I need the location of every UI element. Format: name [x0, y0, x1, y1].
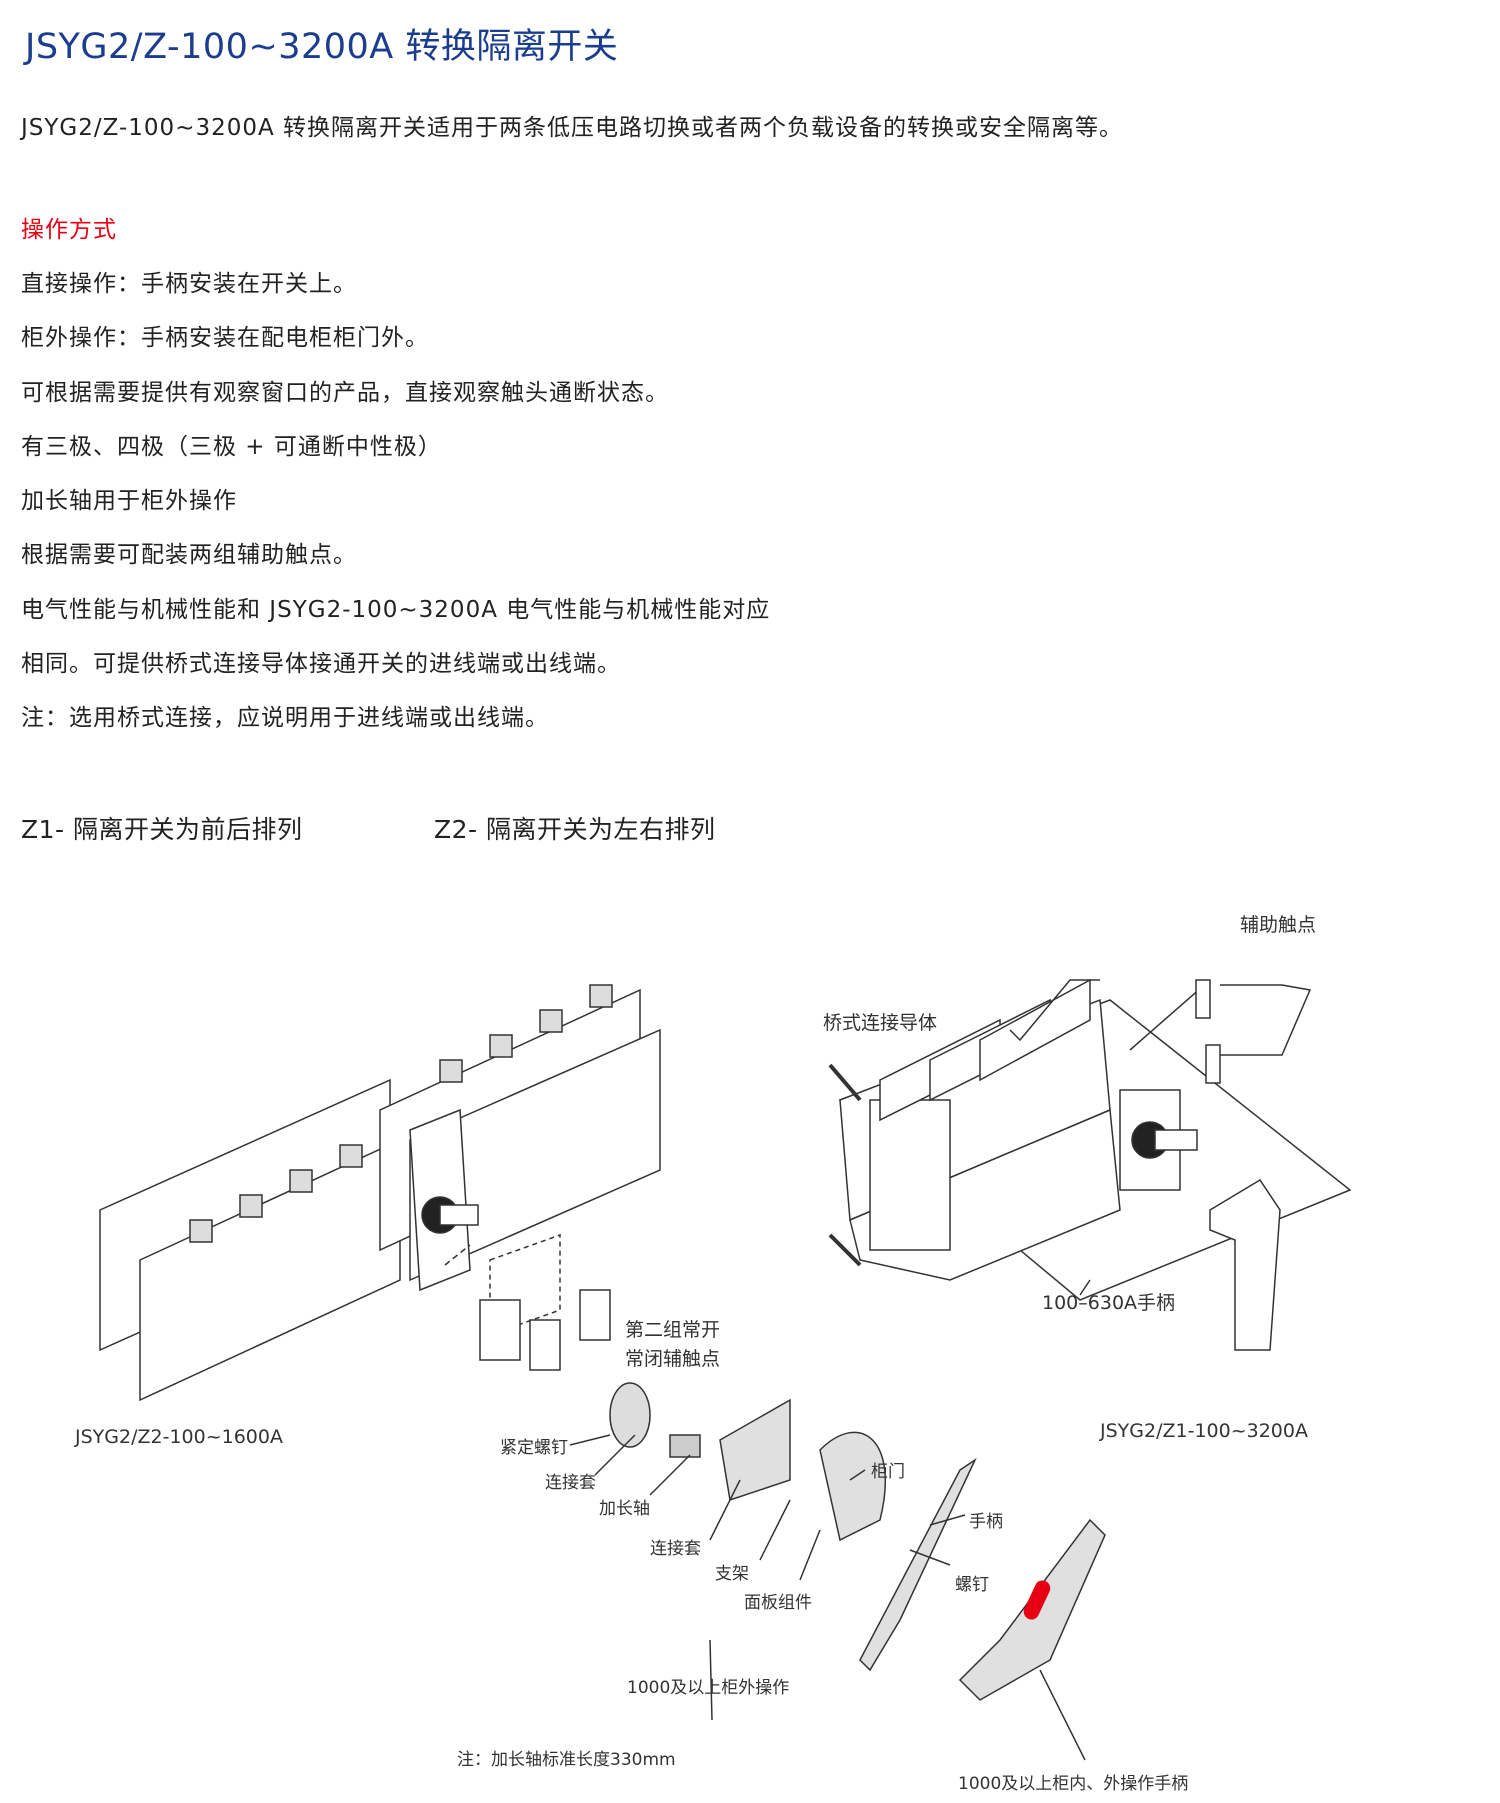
label-screw: 螺钉	[955, 1575, 989, 1595]
label-second-group: 第二组常开	[625, 1319, 721, 1341]
section-heading: 操作方式	[21, 217, 117, 243]
label-bridge-conductor: 桥式连接导体	[823, 1012, 938, 1034]
feature-line: 直接操作：手柄安装在开关上。	[21, 271, 357, 297]
label-note: 注：加长轴标准长度330mm	[457, 1750, 676, 1770]
label-model-z2: JSYG2/Z2-100~1600A	[75, 1426, 283, 1448]
label-extension-shaft: 加长轴	[599, 1499, 650, 1519]
label-bracket: 支架	[715, 1564, 749, 1584]
extension-parts-drawing	[569, 1382, 1106, 1761]
intro-text: JSYG2/Z-100~3200A 转换隔离开关适用于两条低压电路切换或者两个负…	[21, 115, 1124, 141]
label-cabinet-door: 柜门	[871, 1462, 905, 1482]
feature-line: 根据需要可配装两组辅助触点。	[21, 542, 357, 568]
z1-switch-drawing	[828, 978, 1352, 1351]
feature-line: 有三极、四极（三极 + 可通断中性极）	[21, 434, 442, 460]
feature-line: 注：选用桥式连接，应说明用于进线端或出线端。	[21, 705, 549, 731]
label-coupling-2: 连接套	[650, 1539, 701, 1559]
label-outside-operation: 1000及以上柜外操作	[627, 1678, 790, 1698]
label-model-z1: JSYG2/Z1-100~3200A	[1100, 1420, 1308, 1442]
z2-arrangement: Z2- 隔离开关为左右排列	[434, 815, 716, 844]
feature-line: 加长轴用于柜外操作	[21, 488, 237, 514]
page-title: JSYG2/Z-100~3200A 转换隔离开关	[25, 27, 619, 67]
z2-switch-drawing	[99, 984, 661, 1402]
feature-line: 相同。可提供桥式连接导体接通开关的进线端或出线端。	[21, 651, 621, 677]
feature-line: 可根据需要提供有观察窗口的产品，直接观察触头通断状态。	[21, 380, 669, 406]
switch-diagram	[99, 978, 1352, 1761]
label-set-screw: 紧定螺钉	[500, 1438, 568, 1458]
label-handle: 手柄	[969, 1512, 1003, 1532]
z1-arrangement: Z1- 隔离开关为前后排列	[21, 815, 303, 844]
feature-line: 柜外操作：手柄安装在配电柜柜门外。	[21, 325, 429, 351]
feature-line: 电气性能与机械性能和 JSYG2-100~3200A 电气性能与机械性能对应	[21, 597, 771, 623]
label-coupling-1: 连接套	[545, 1473, 596, 1493]
label-aux-contacts: 辅助触点	[1240, 914, 1317, 936]
label-inout-handle: 1000及以上柜内、外操作手柄	[958, 1774, 1189, 1794]
label-second-group-2: 常闭辅触点	[625, 1348, 721, 1370]
label-handle-100-630: 100–630A手柄	[1042, 1292, 1176, 1314]
label-panel-assembly: 面板组件	[744, 1593, 812, 1613]
